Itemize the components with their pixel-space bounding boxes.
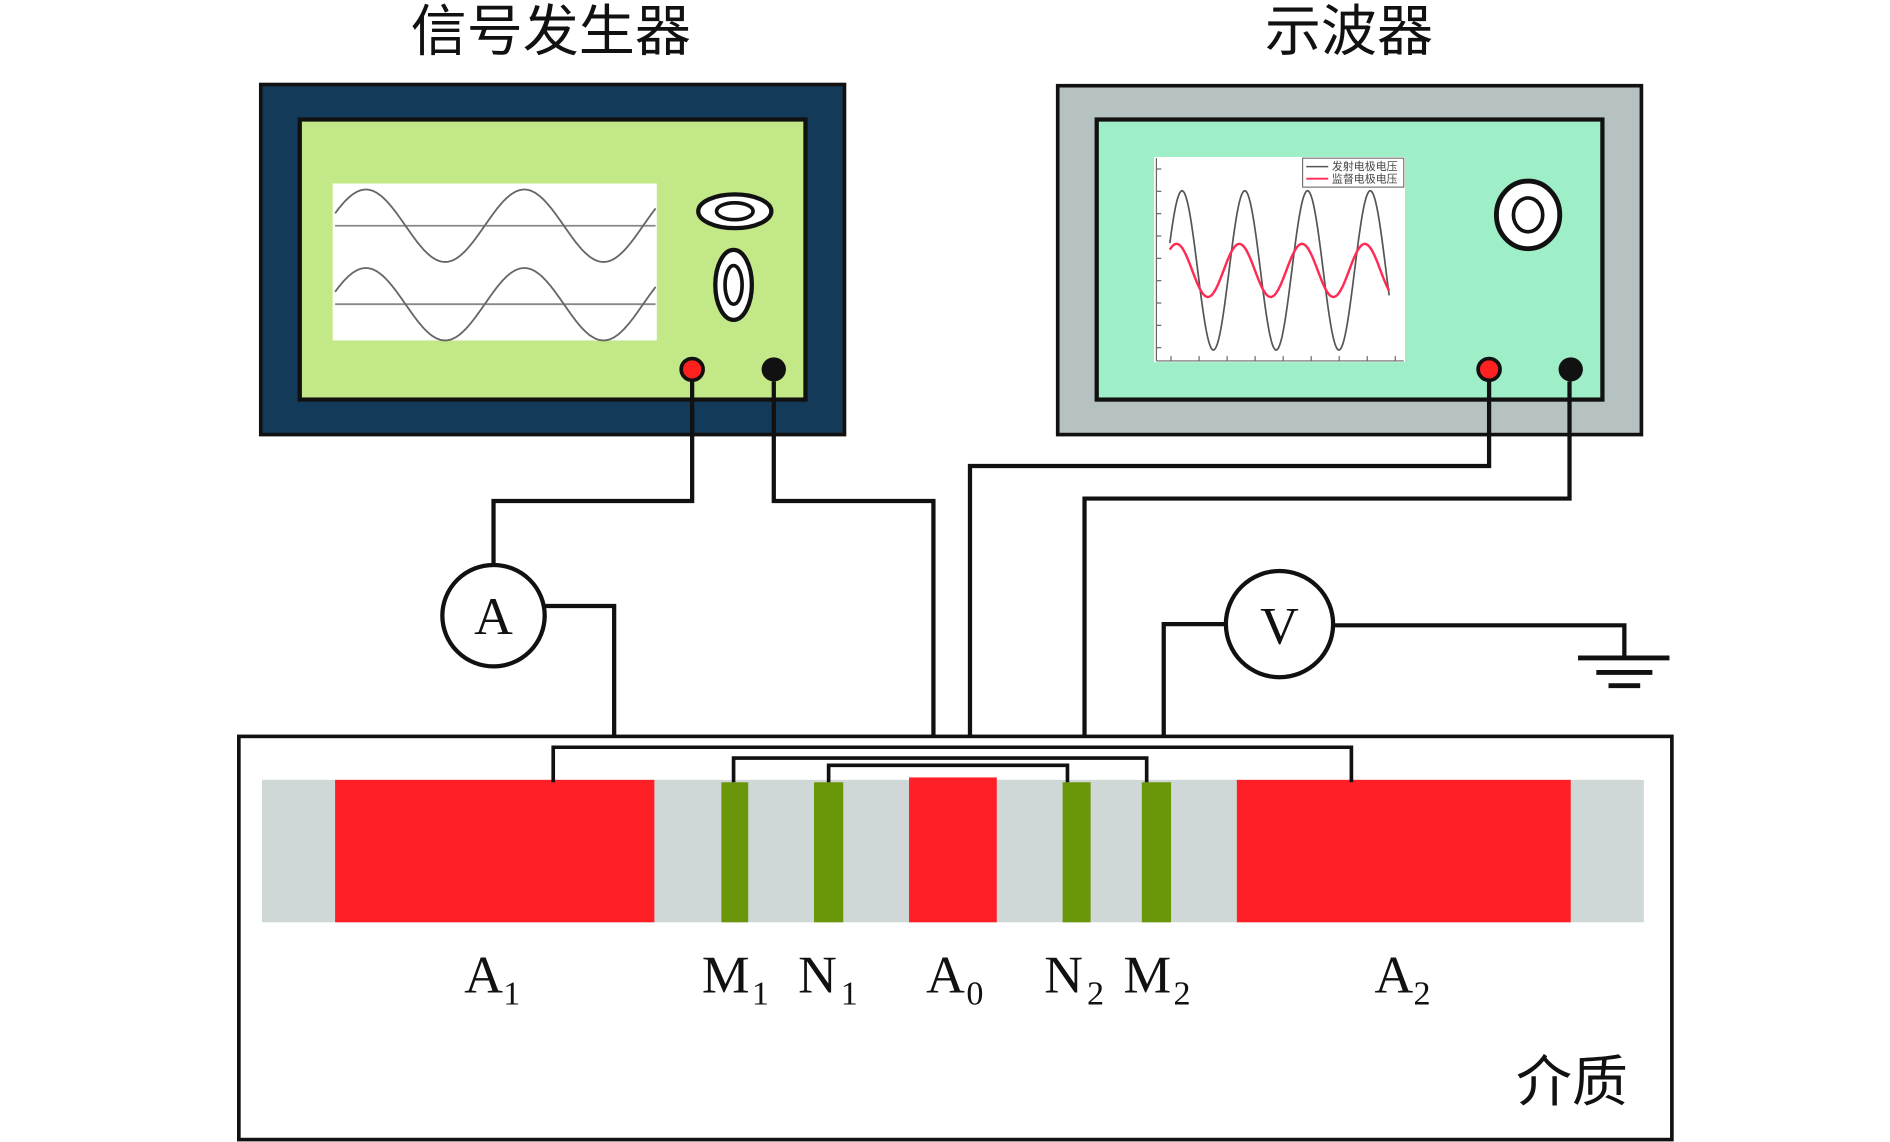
svg-text:N: N — [798, 945, 837, 1005]
oscilloscope: 发射电极电压 监督电极电压 — [1055, 83, 1644, 437]
signal-generator — [258, 82, 847, 437]
svg-text:M: M — [702, 945, 750, 1005]
wire-N1-N2-link — [826, 763, 1070, 783]
knob-icon[interactable] — [696, 192, 774, 231]
svg-text:A: A — [1375, 945, 1414, 1005]
legend-label-monitor: 监督电极电压 — [1332, 171, 1398, 185]
svg-text:N: N — [1044, 945, 1083, 1005]
ground-icon — [1578, 655, 1670, 689]
signal-generator-title: 信号发生器 — [411, 0, 691, 65]
electrode-label-A2: A 2 — [1375, 945, 1431, 1013]
svg-text:1: 1 — [841, 976, 858, 1013]
svg-text:A: A — [464, 945, 503, 1005]
wire-voltmeter-to-M2 — [1161, 622, 1226, 783]
electrode-label-M2: M 2 — [1124, 945, 1191, 1013]
electrode-label-N1: N 1 — [798, 945, 858, 1013]
wire-oscilloscope-to-N2 — [1082, 381, 1572, 783]
knob-icon[interactable] — [1493, 178, 1563, 252]
electrode-label-M1: M 1 — [702, 945, 769, 1013]
wire-voltmeter-to-ground — [1333, 623, 1627, 658]
scope-trace-transmit — [1168, 189, 1391, 352]
electrode-label-A0: A 0 — [926, 945, 983, 1013]
oscilloscope-positive-terminal-icon[interactable] — [1476, 356, 1502, 383]
electrode-A0 — [909, 777, 997, 923]
wire-M1-M2-link — [731, 756, 1149, 783]
scope-legend-box — [1302, 157, 1405, 188]
wire-ammeter-to-A1 — [544, 603, 617, 783]
electrode-N2 — [1062, 782, 1091, 923]
wire-A1-A2-link — [551, 745, 1354, 783]
legend-label-transmit: 发射电极电压 — [1332, 159, 1398, 173]
voltmeter: V — [1223, 568, 1336, 680]
ammeter: A — [440, 562, 547, 669]
scope-ticks — [1156, 168, 1396, 361]
wire-oscilloscope-to-A0 — [967, 380, 1492, 783]
wire-generator-to-ammeter — [491, 380, 695, 565]
ammeter-label: A — [474, 586, 513, 646]
electrode-A2 — [1236, 779, 1571, 923]
scope-trace-monitor — [1168, 242, 1391, 299]
svg-text:2: 2 — [1087, 976, 1104, 1013]
generator-negative-terminal-icon[interactable] — [761, 357, 786, 382]
electrode-label-N2: N 2 — [1044, 945, 1104, 1013]
svg-text:A: A — [926, 945, 965, 1005]
voltmeter-label: V — [1260, 596, 1299, 656]
scope-legend: 发射电极电压 监督电极电压 — [1302, 157, 1405, 188]
svg-text:1: 1 — [752, 976, 769, 1013]
electrode-M1 — [721, 782, 749, 923]
svg-text:M: M — [1124, 945, 1172, 1005]
svg-text:2: 2 — [1414, 976, 1431, 1013]
electrode-N1 — [814, 782, 844, 923]
oscilloscope-negative-terminal-icon[interactable] — [1558, 357, 1583, 382]
wire-generator-to-A0 — [771, 381, 936, 783]
svg-text:0: 0 — [966, 976, 983, 1013]
generator-waveform-top — [334, 188, 657, 263]
knob-icon[interactable] — [713, 247, 754, 323]
electrode-M2 — [1141, 782, 1172, 923]
oscilloscope-screen — [1153, 156, 1406, 363]
svg-text:1: 1 — [503, 976, 520, 1013]
generator-waveform-bottom — [334, 267, 657, 342]
medium-label: 介质 — [1516, 1050, 1628, 1115]
generator-positive-terminal-icon[interactable] — [679, 356, 705, 383]
oscilloscope-title: 示波器 — [1265, 0, 1433, 65]
electrode-label-A1: A 1 — [464, 945, 520, 1013]
svg-text:2: 2 — [1173, 976, 1190, 1013]
electrode-A1 — [335, 779, 655, 923]
ammeter-circle — [440, 562, 547, 669]
voltmeter-circle — [1223, 568, 1336, 680]
